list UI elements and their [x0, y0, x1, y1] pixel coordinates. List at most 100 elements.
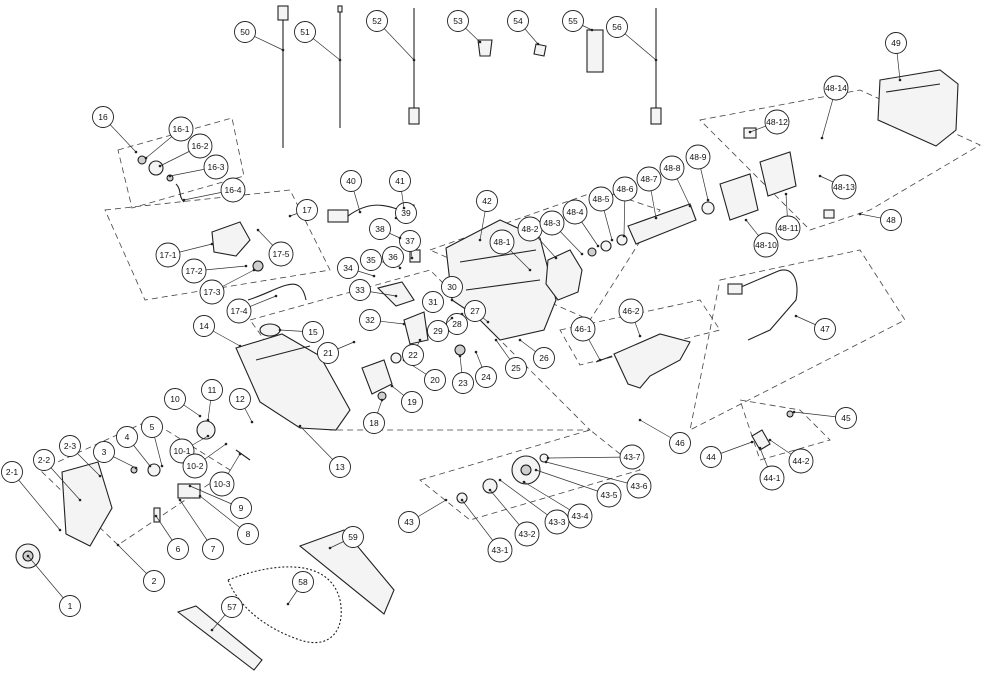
part-callout-8: 8 [198, 494, 259, 545]
leader-dot [328, 546, 332, 550]
part-callout-30: 30 [441, 276, 463, 302]
part-callout-16-3: 16-3 [168, 154, 229, 180]
leader-dot [188, 484, 192, 488]
callout-circle [382, 246, 404, 268]
callout-number: 56 [612, 22, 622, 32]
callout-circle [155, 242, 181, 268]
callout-circle [143, 570, 165, 592]
rear-handle [595, 333, 691, 389]
part-callout-44-2: 44-2 [768, 438, 814, 474]
callout-circle [700, 446, 722, 468]
callout-number: 52 [372, 16, 382, 26]
callout-circle [539, 210, 565, 236]
leader-dot [402, 206, 406, 210]
callout-circle [424, 369, 446, 391]
callout-circle [823, 75, 849, 101]
callout-number: 43-6 [630, 481, 647, 491]
part-callout-16-4: 16-4 [182, 177, 246, 203]
callout-circle [389, 170, 411, 192]
callout-circle [489, 229, 515, 255]
leader-line [535, 469, 610, 496]
part-callout-50: 50 [234, 21, 285, 52]
callout-circle [164, 388, 186, 410]
callout-circle [92, 106, 114, 128]
motor-internals [545, 127, 835, 301]
callout-circle [359, 309, 381, 331]
callout-circle [464, 300, 486, 322]
callout-number: 10-3 [213, 479, 230, 489]
leader-line [545, 461, 640, 487]
part-callout-48-8: 48-8 [659, 155, 692, 208]
callout-number: 43-7 [623, 452, 640, 462]
leader-dot [590, 28, 594, 32]
callout-number: 48-3 [543, 218, 560, 228]
leader-dot [794, 314, 798, 318]
callout-circle [116, 426, 138, 448]
leader-dot [744, 218, 748, 222]
callout-circle [505, 357, 527, 379]
leader-dot [160, 464, 164, 468]
part-callout-52: 52 [366, 10, 416, 62]
leader-dot [78, 498, 82, 502]
leader-dot [298, 424, 302, 428]
leader-dot [358, 210, 362, 214]
part-callout-6: 6 [154, 514, 189, 560]
part-callout-14: 14 [193, 315, 242, 348]
callout-circle [567, 503, 593, 529]
leader-dot [478, 238, 482, 242]
callout-circle [199, 279, 225, 305]
part-callout-7: 7 [178, 498, 224, 560]
callout-number: 55 [568, 16, 578, 26]
callout-circle [201, 379, 223, 401]
callout-circle [182, 453, 208, 479]
part-callout-43-2: 43-2 [488, 488, 540, 547]
callout-number: 17-1 [159, 250, 176, 260]
leader-dot [286, 602, 290, 606]
callout-circle [669, 432, 691, 454]
part-callout-2: 2 [116, 543, 165, 592]
callout-number: 46 [675, 438, 685, 448]
callout-number: 40 [346, 176, 356, 186]
callout-number: 17 [302, 205, 312, 215]
callout-number: 54 [513, 16, 523, 26]
part-callout-58: 58 [286, 571, 314, 606]
callout-circle [221, 596, 243, 618]
leader-dot [474, 350, 478, 354]
callout-circle [141, 416, 163, 438]
leader-dot [168, 174, 172, 178]
callout-number: 49 [891, 38, 901, 48]
callout-circle [764, 109, 790, 135]
part-callout-43-3: 43-3 [498, 478, 570, 535]
part-callout-45: 45 [792, 407, 857, 429]
callout-circle [422, 291, 444, 313]
part-callout-12: 12 [229, 388, 254, 424]
leader-dot [486, 320, 490, 324]
leader-dot [478, 40, 482, 44]
leader-dot [596, 244, 600, 248]
callout-circle [619, 444, 645, 470]
callout-number: 48-7 [640, 174, 657, 184]
part-callout-37: 37 [399, 230, 421, 260]
callout-circle [1, 461, 23, 483]
callout-circle [831, 174, 857, 200]
callout-circle [626, 473, 652, 499]
callout-number: 9 [239, 503, 244, 513]
leader-dot [250, 420, 254, 424]
callout-number: 4 [125, 432, 130, 442]
callout-number: 50 [240, 27, 250, 37]
leader-dot [622, 234, 626, 238]
part-callout-39: 39 [394, 202, 417, 224]
callout-number: 22 [408, 350, 418, 360]
part-callout-48-13: 48-13 [818, 174, 857, 200]
callout-number: 32 [365, 315, 375, 325]
leader-dot [654, 216, 658, 220]
leader-dot [238, 344, 242, 348]
callout-number: 26 [539, 353, 549, 363]
part-callout-10: 10 [164, 388, 202, 418]
part-callout-1: 1 [26, 554, 81, 617]
leader-dot [768, 438, 772, 442]
part-callout-16-2: 16-2 [158, 133, 213, 168]
part-callout-25: 25 [494, 338, 527, 379]
part-callout-44: 44 [700, 440, 754, 468]
